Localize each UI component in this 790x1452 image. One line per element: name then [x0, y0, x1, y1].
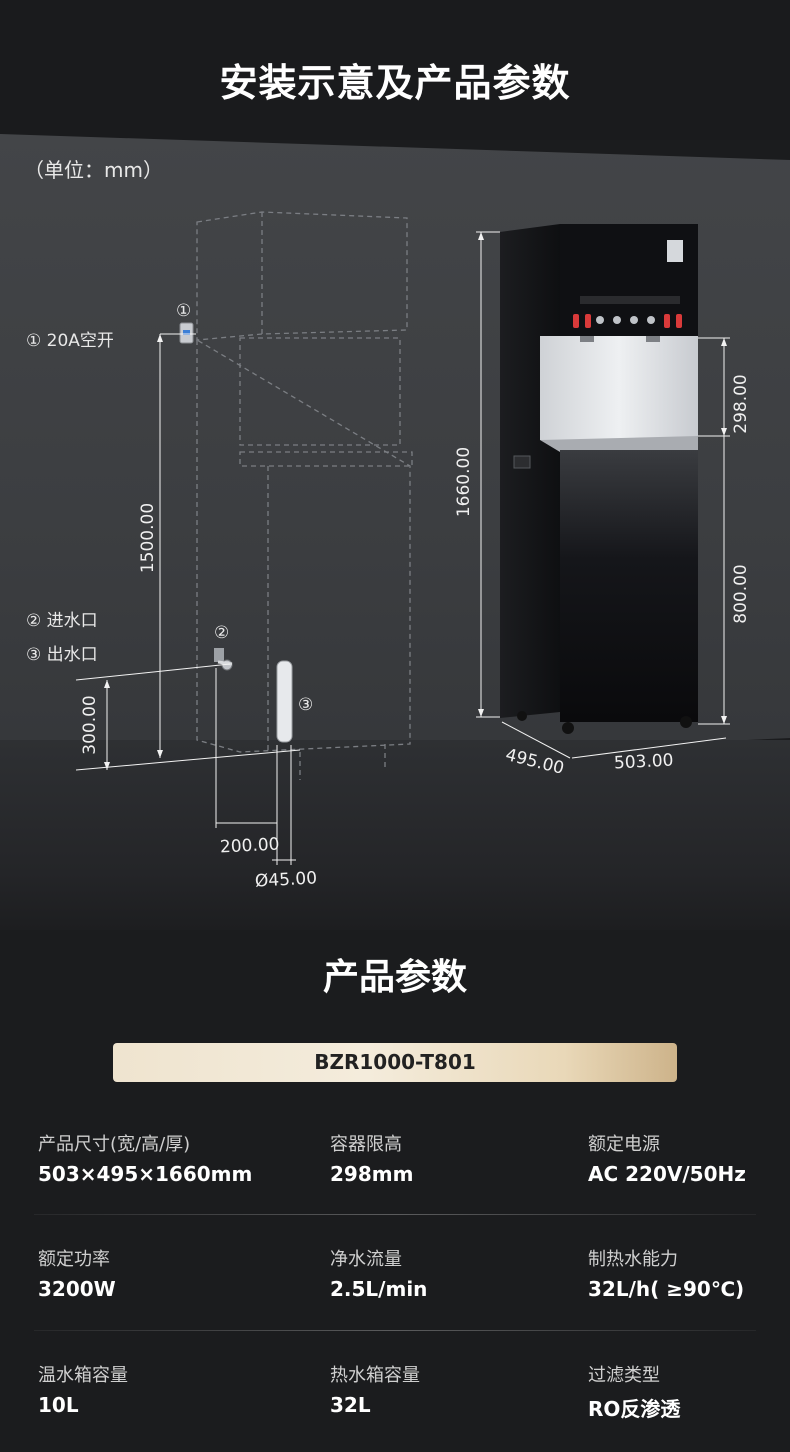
dim-width: 503.00 — [613, 750, 674, 774]
param-label: 过滤类型 — [588, 1365, 660, 1386]
param-value: 32L — [330, 1393, 371, 1417]
param-label: 容器限高 — [330, 1134, 402, 1155]
dim-pipe-diameter: Ø45.00 — [254, 868, 318, 892]
param-power-supply: 额定电源 AC 220V/50Hz — [588, 1130, 746, 1186]
param-divider — [34, 1330, 756, 1331]
water-dispenser-image — [500, 224, 698, 734]
param-label: 制热水能力 — [588, 1249, 678, 1270]
param-warm-tank: 温水箱容量 10L — [38, 1361, 128, 1417]
param-filter-type: 过滤类型 RO反渗透 — [588, 1361, 680, 1422]
outlet-callout-number: ③ — [298, 695, 314, 715]
param-value: 10L — [38, 1393, 79, 1417]
param-value: 503×495×1660mm — [38, 1162, 253, 1186]
header-band — [0, 0, 790, 140]
unit-note: （单位：mm） — [24, 158, 163, 182]
param-value: RO反渗透 — [588, 1397, 681, 1421]
switch-callout-number: ① — [176, 301, 192, 321]
param-label: 额定电源 — [588, 1134, 660, 1155]
inlet-valve-icon — [214, 648, 233, 671]
installation-diagram — [75, 211, 730, 865]
params-title: 产品参数 — [322, 957, 467, 998]
page-title: 安装示意及产品参数 — [219, 61, 571, 105]
inlet-callout-label: ② 进水口 — [26, 611, 98, 631]
inlet-callout-number: ② — [214, 623, 230, 643]
param-rated-power: 额定功率 3200W — [38, 1245, 116, 1301]
param-heating-capacity: 制热水能力 32L/h( ≥90℃) — [588, 1245, 744, 1301]
param-value: 3200W — [38, 1277, 116, 1301]
param-label: 产品尺寸(宽/高/厚) — [38, 1134, 191, 1155]
outlet-pipe-icon — [276, 660, 293, 743]
param-container-height: 容器限高 298mm — [330, 1130, 413, 1186]
dim-container-height: 298.00 — [731, 374, 751, 434]
outlet-callout-label: ③ 出水口 — [26, 645, 98, 665]
param-label: 额定功率 — [38, 1249, 110, 1270]
param-value: 2.5L/min — [330, 1277, 428, 1301]
param-label: 温水箱容量 — [38, 1365, 128, 1386]
param-value: AC 220V/50Hz — [588, 1162, 746, 1186]
switch-callout-label: ① 20A空开 — [26, 331, 114, 351]
model-banner: BZR1000-T801 — [113, 1043, 677, 1082]
param-flow-rate: 净水流量 2.5L/min — [330, 1245, 427, 1301]
ghost-machine-outline — [196, 211, 413, 780]
param-value: 298mm — [330, 1162, 414, 1186]
param-size: 产品尺寸(宽/高/厚) 503×495×1660mm — [38, 1130, 252, 1186]
dim-switch-height: 1500.00 — [138, 502, 158, 574]
dim-tap-height: 800.00 — [731, 564, 751, 624]
dim-pipe-spacing: 200.00 — [219, 834, 280, 858]
dim-pipe-height: 300.00 — [80, 695, 100, 755]
param-divider — [34, 1214, 756, 1215]
param-label: 热水箱容量 — [330, 1365, 420, 1386]
param-hot-tank: 热水箱容量 32L — [330, 1361, 420, 1417]
dim-total-height: 1660.00 — [454, 446, 474, 518]
floor-background — [0, 740, 790, 930]
param-value: 32L/h( ≥90℃) — [588, 1277, 745, 1301]
param-label: 净水流量 — [330, 1249, 402, 1270]
